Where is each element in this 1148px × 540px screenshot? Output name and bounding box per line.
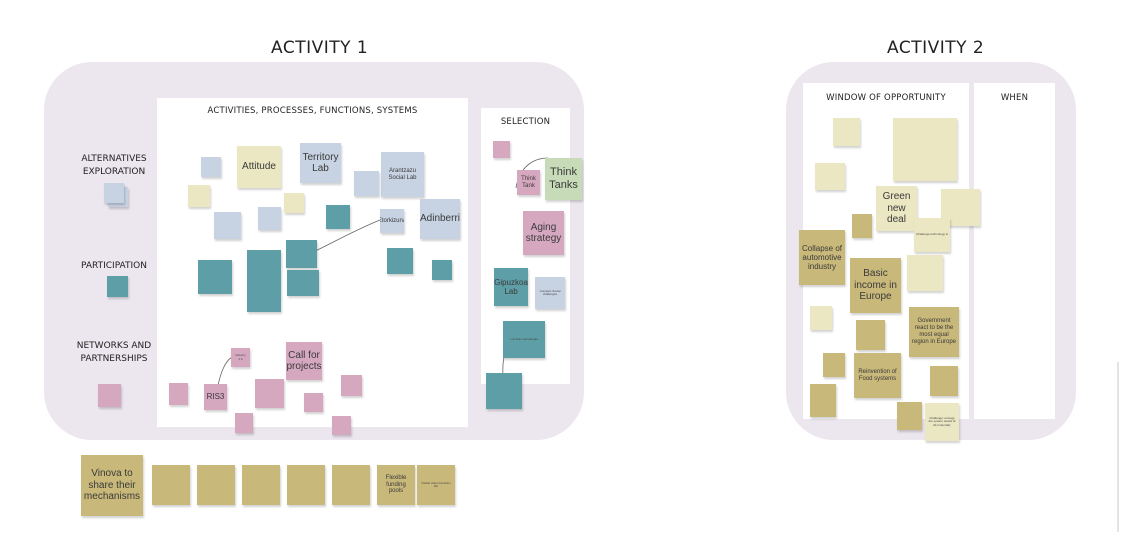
note-a2-cream-2[interactable]: [815, 163, 845, 190]
note-reinvention-food[interactable]: Reinvention of Food systems: [854, 353, 901, 398]
note-basic-income[interactable]: Basic income in Europe: [850, 258, 901, 313]
note-bottom-3[interactable]: [242, 465, 280, 505]
note-bottom-5[interactable]: [332, 465, 370, 505]
note-challenge-ecology[interactable]: Challenge: ecology the system tested at …: [925, 403, 959, 441]
note-a2-khaki-1[interactable]: [856, 320, 885, 350]
when-panel[interactable]: [974, 83, 1055, 419]
note-pink-small-1[interactable]: [169, 383, 188, 405]
note-a2-khaki-2[interactable]: [823, 353, 845, 377]
note-lurralde[interactable]: Lurralde Laborategia: [503, 321, 545, 358]
legend-teal-swatch: [107, 276, 128, 297]
note-a2-khaki-small[interactable]: [852, 214, 872, 238]
legend-slate-swatch: [104, 183, 124, 203]
note-pink-small-4[interactable]: [304, 393, 323, 412]
note-a2-cream-1[interactable]: [833, 118, 860, 146]
legend-alternatives-label: ALTERNATIVES EXPLORATION: [81, 154, 147, 177]
note-teal-1[interactable]: [198, 260, 232, 294]
note-flexible-funding[interactable]: Flexible funding pools: [377, 465, 415, 505]
legend-pink-swatch: [98, 384, 121, 407]
activity-1-heading: ACTIVITY 1: [271, 38, 369, 58]
note-selection-pink-small[interactable]: [493, 141, 510, 158]
note-a2-cream-5[interactable]: [810, 306, 832, 330]
note-pink-industry-40[interactable]: Industry 4.0: [231, 348, 250, 367]
note-pink-small-5[interactable]: [235, 413, 253, 433]
note-bottom-1[interactable]: [152, 465, 190, 505]
note-a2-khaki-4[interactable]: [810, 384, 836, 417]
note-teal-governance[interactable]: [486, 373, 522, 409]
activities-panel-title: ACTIVITIES, PROCESSES, FUNCTIONS, SYSTEM…: [207, 106, 418, 116]
canvas-edge: [1117, 362, 1119, 532]
note-teal-small-1[interactable]: [326, 205, 350, 229]
note-collapse-automotive[interactable]: Collapse of automotive industry: [799, 230, 845, 285]
note-challenge-tech[interactable]: Challenge technology &: [914, 218, 950, 252]
note-teal-4[interactable]: [287, 270, 319, 296]
note-call-for-projects[interactable]: Call for projects: [286, 342, 322, 380]
note-think-tanks[interactable]: Think Tanks: [545, 158, 582, 200]
note-arantzazu[interactable]: Arantzazu Social Lab: [381, 152, 424, 197]
note-pink-small-6[interactable]: [332, 416, 351, 435]
note-think-tank[interactable]: Think Tank: [517, 170, 540, 195]
note-territory-lab[interactable]: Territory Lab: [300, 143, 341, 183]
note-a2-khaki-5[interactable]: [897, 402, 922, 430]
note-bottom-4[interactable]: [287, 465, 325, 505]
note-cream-small-2[interactable]: [284, 193, 304, 213]
note-government-equal[interactable]: Government react to be the most equal re…: [909, 307, 959, 357]
note-aging-strategy[interactable]: Aging strategy: [523, 211, 564, 255]
note-adinberri[interactable]: Adinberri: [420, 199, 460, 239]
window-of-opportunity-title: WINDOW OF OPPORTUNITY: [826, 93, 946, 103]
note-vinova[interactable]: Vinova to share their mechanisms: [81, 455, 143, 516]
note-etorkizuna[interactable]: Etorkizuna: [380, 209, 404, 233]
note-teal-2[interactable]: [247, 250, 281, 312]
note-bottom-2[interactable]: [197, 465, 235, 505]
note-ris3[interactable]: RIS3: [204, 384, 227, 410]
note-green-new-deal[interactable]: Green new deal: [876, 186, 917, 231]
note-complex-social[interactable]: Complex Social challenges: [535, 277, 565, 309]
note-slate-small-2[interactable]: [201, 157, 221, 177]
activity-2-heading: ACTIVITY 2: [887, 38, 985, 58]
note-pink-small-2[interactable]: [255, 379, 284, 408]
legend-participation-label: PARTICIPATION: [81, 261, 147, 271]
note-slate-small-1[interactable]: [354, 171, 379, 196]
note-cream-small-1[interactable]: [188, 185, 210, 207]
note-a2-cream-4[interactable]: [907, 255, 943, 291]
note-gipuzkoa-lab[interactable]: Gipuzkoa Lab: [494, 268, 528, 306]
note-attitude[interactable]: Attitude: [237, 146, 281, 188]
selection-panel-title: SELECTION: [500, 117, 551, 127]
note-pink-small-3[interactable]: [341, 375, 362, 396]
note-slate-small-4[interactable]: [258, 207, 281, 230]
legend-networks-label: NETWORKS AND PARTNERSHIPS: [76, 341, 152, 364]
note-teal-3[interactable]: [286, 240, 317, 268]
note-teal-5[interactable]: [387, 248, 413, 274]
when-panel-title: WHEN: [1000, 93, 1029, 103]
note-a2-khaki-3[interactable]: [930, 366, 958, 396]
note-slate-small-3[interactable]: [214, 212, 241, 239]
note-visible-cities[interactable]: Visible cities transition lab: [417, 465, 455, 505]
note-a2-cream-text-block[interactable]: [893, 118, 957, 181]
note-teal-6[interactable]: [432, 260, 452, 280]
